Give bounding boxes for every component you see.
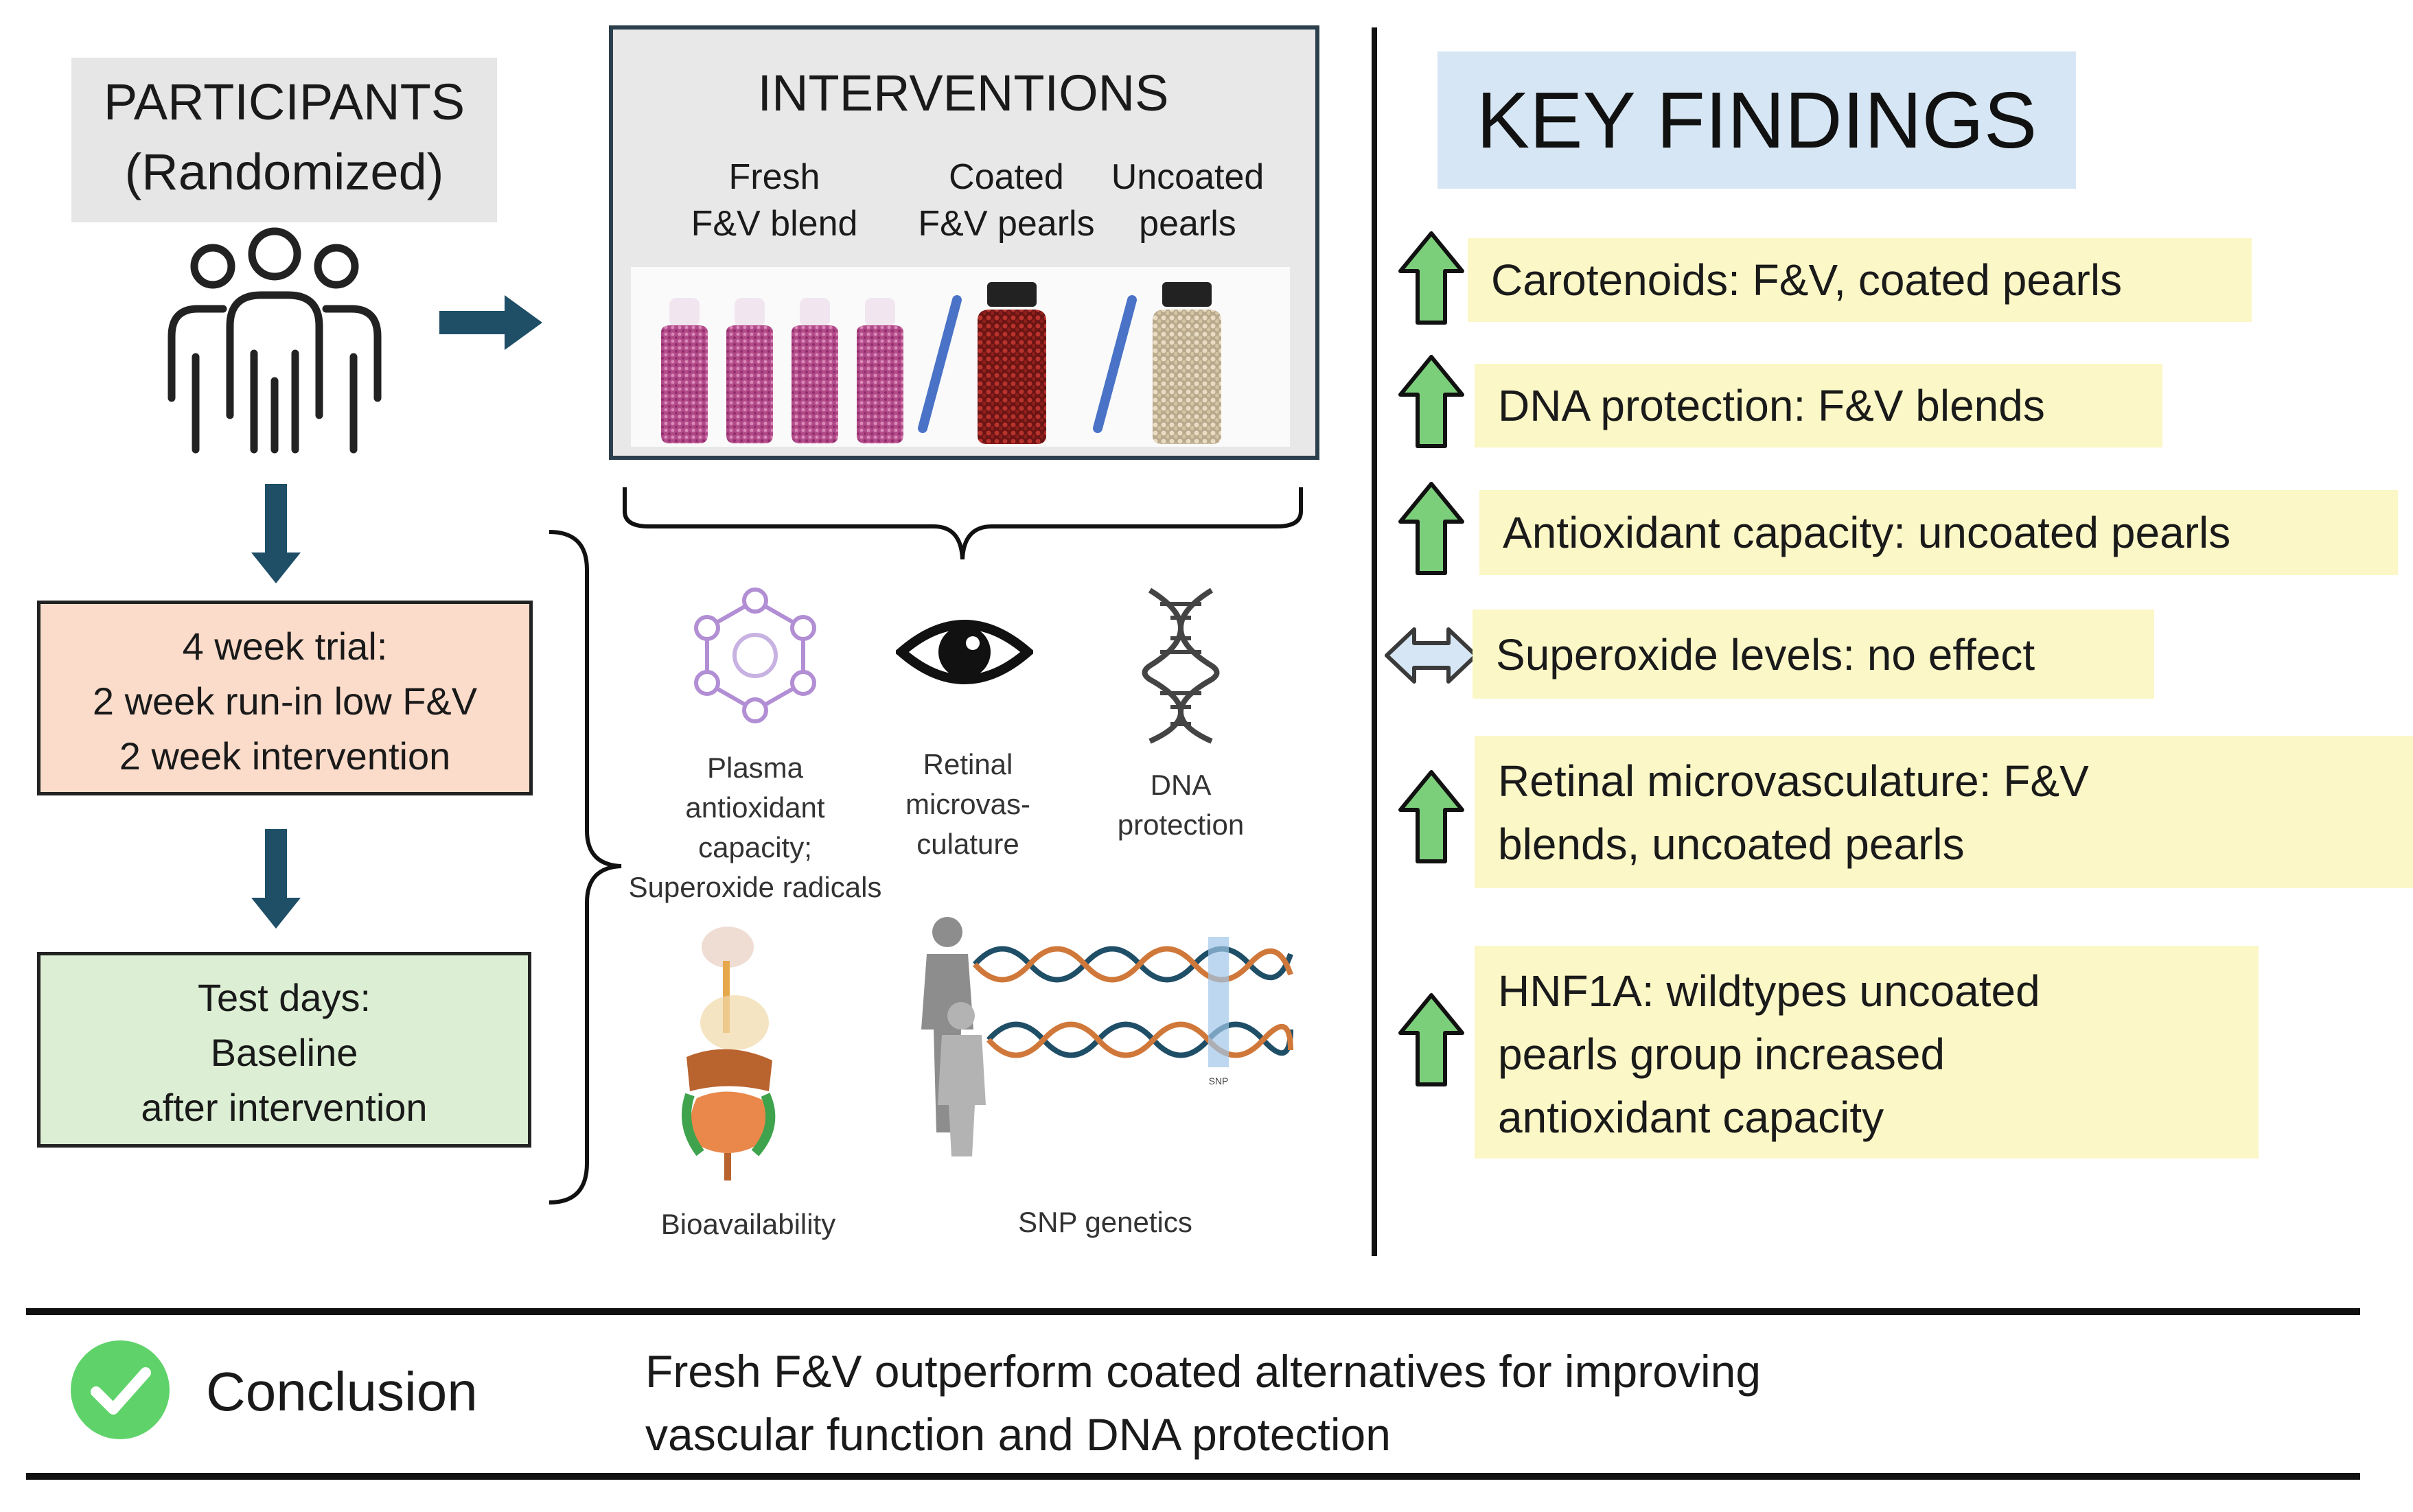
check-circle-icon [71,1340,170,1439]
snp-marker-label: SNP [1209,1075,1229,1086]
uncoated-pearls-jar [1153,282,1221,444]
participants-subtitle: (Randomized) [124,143,444,200]
participants-label-box: PARTICIPANTS (Randomized) [71,58,497,222]
finding-4: Superoxide levels: no effect [1473,609,2154,699]
up-arrow-icon [1398,231,1464,325]
trial-line-3: 2 week intervention [119,734,451,778]
trial-line-1: 4 week trial: [182,625,388,668]
finding-1: Carotenoids: F&V, coated pearls [1468,238,2252,322]
finding-5: Retinal microvasculature: F&V blends, un… [1475,736,2413,888]
product-label-coated: Coated F&V pearls [918,157,1095,244]
participants-title: PARTICIPANTS [103,73,465,130]
right-arrow-icon [439,295,542,350]
finding-6: HNF1A: wildtypes uncoated pearls group i… [1475,946,2259,1159]
interventions-title: INTERVENTIONS [757,65,1169,121]
test-days-box: Test days: Baseline after intervention [37,952,531,1148]
conclusion-bottom-rule [26,1473,2360,1480]
up-arrow-icon [1398,770,1464,863]
product-bottles-image [661,282,1221,444]
left-curly-brace [549,530,622,1205]
test-days-line-2: Baseline [210,1031,358,1074]
double-arrow-icon [1385,627,1478,684]
digestive-system-illustration [682,927,776,1180]
conclusion-label: Conclusion [206,1361,478,1422]
outcome-retinal-label: Retinal microvas- culature [905,748,1030,860]
outcome-snp-label: SNP genetics [1018,1206,1192,1238]
outcome-plasma-label: Plasma antioxidant capacity; Superoxide … [628,752,882,903]
molecule-ring-icon [694,588,816,723]
coated-pearls-jar [978,282,1046,444]
product-label-fresh: Fresh F&V blend [691,157,858,244]
interventions-box: INTERVENTIONS [609,25,1319,460]
up-arrow-icon [1398,482,1464,575]
conclusion-text: Fresh F&V outperform coated alternatives… [645,1346,1762,1460]
eye-icon [896,620,1033,684]
conclusion-top-rule [26,1308,2360,1315]
products-image-strip [631,267,1290,447]
up-arrow-icon [1398,993,1464,1086]
up-arrow-icon [1398,355,1464,448]
dna-helix-icon [1142,588,1220,744]
key-findings-title-box: KEY FINDINGS [1438,51,2076,189]
fresh-blend-bottles [661,298,903,443]
key-findings-title: KEY FINDINGS [1476,75,2037,165]
product-label-uncoated: Uncoated pearls [1111,157,1265,244]
test-days-line-1: Test days: [197,976,371,1019]
snp-genetics-illustration: SNP [921,917,1293,1156]
vertical-divider [1372,27,1377,1256]
trial-design-box: 4 week trial: 2 week run-in low F&V 2 we… [37,601,533,795]
finding-2: DNA protection: F&V blends [1475,364,2162,447]
trial-line-2: 2 week run-in low F&V [92,679,478,723]
people-group-icon [168,227,382,454]
down-arrow-icon [251,829,301,929]
outcome-bioavailability-label: Bioavailability [660,1208,836,1240]
finding-3: Antioxidant capacity: uncoated pearls [1479,490,2398,575]
test-days-line-3: after intervention [141,1086,428,1129]
outcome-dna-label: DNA protection [1117,769,1245,841]
bottom-curly-brace [623,487,1303,560]
down-arrow-icon [251,484,301,583]
